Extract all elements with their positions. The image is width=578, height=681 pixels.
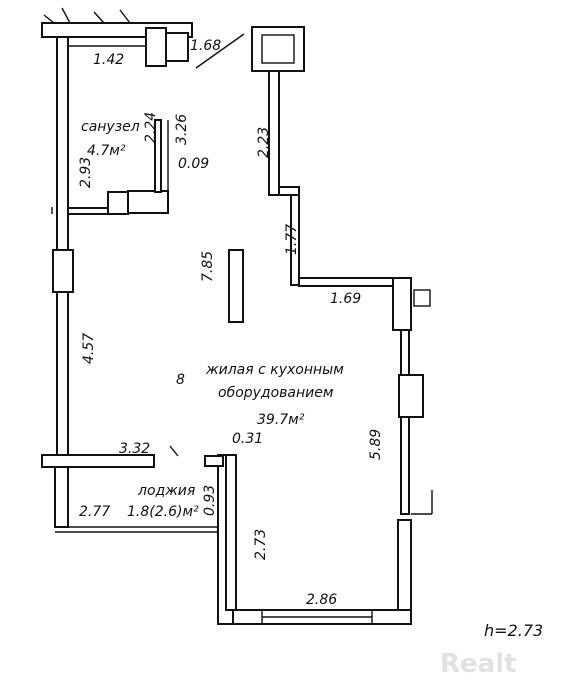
dim-1-69: 1.69 bbox=[330, 291, 361, 307]
watermark-logo: Realt bbox=[440, 649, 517, 679]
dim-2-23: 2.23 bbox=[256, 127, 272, 158]
dim-1-77: 1.77 bbox=[284, 224, 300, 255]
dim-2-93: 2.93 bbox=[78, 157, 94, 188]
dim-2-86: 2.86 bbox=[306, 592, 337, 608]
dim-2-77: 2.77 bbox=[79, 504, 110, 520]
room-labels: санузел 4.7м² 8 жилая с кухонным оборудо… bbox=[81, 119, 344, 520]
living-room-name-line2: оборудованием bbox=[218, 385, 334, 401]
bathroom-area: 4.7м² bbox=[87, 143, 126, 159]
dim-1-68: 1.68 bbox=[190, 38, 221, 54]
dim-7-85: 7.85 bbox=[200, 251, 216, 282]
dimension-labels: 1.42 1.68 2.24 3.26 2.93 0.09 2.23 7.85 … bbox=[78, 38, 384, 608]
dim-0-31: 0.31 bbox=[232, 431, 263, 447]
dim-5-89: 5.89 bbox=[368, 429, 384, 460]
dim-0-09: 0.09 bbox=[178, 156, 209, 172]
living-room-area: 39.7м² bbox=[257, 412, 305, 428]
living-room-number: 8 bbox=[176, 372, 185, 388]
dim-2-24: 2.24 bbox=[143, 112, 159, 143]
loggia-name: лоджия bbox=[137, 483, 195, 499]
dim-3-26: 3.26 bbox=[174, 114, 190, 145]
bathroom-name: санузел bbox=[81, 119, 140, 135]
dim-0-93: 0.93 bbox=[202, 485, 218, 516]
ceiling-height-note: h=2.73 bbox=[484, 621, 543, 640]
dim-3-32: 3.32 bbox=[119, 441, 150, 457]
dim-1-42: 1.42 bbox=[93, 52, 124, 68]
dim-4-57: 4.57 bbox=[81, 333, 97, 364]
living-room-name-line1: жилая с кухонным bbox=[205, 362, 344, 378]
walls bbox=[41, 7, 433, 625]
dim-2-73: 2.73 bbox=[253, 529, 269, 560]
loggia-area: 1.8(2.6)м² bbox=[127, 504, 199, 520]
